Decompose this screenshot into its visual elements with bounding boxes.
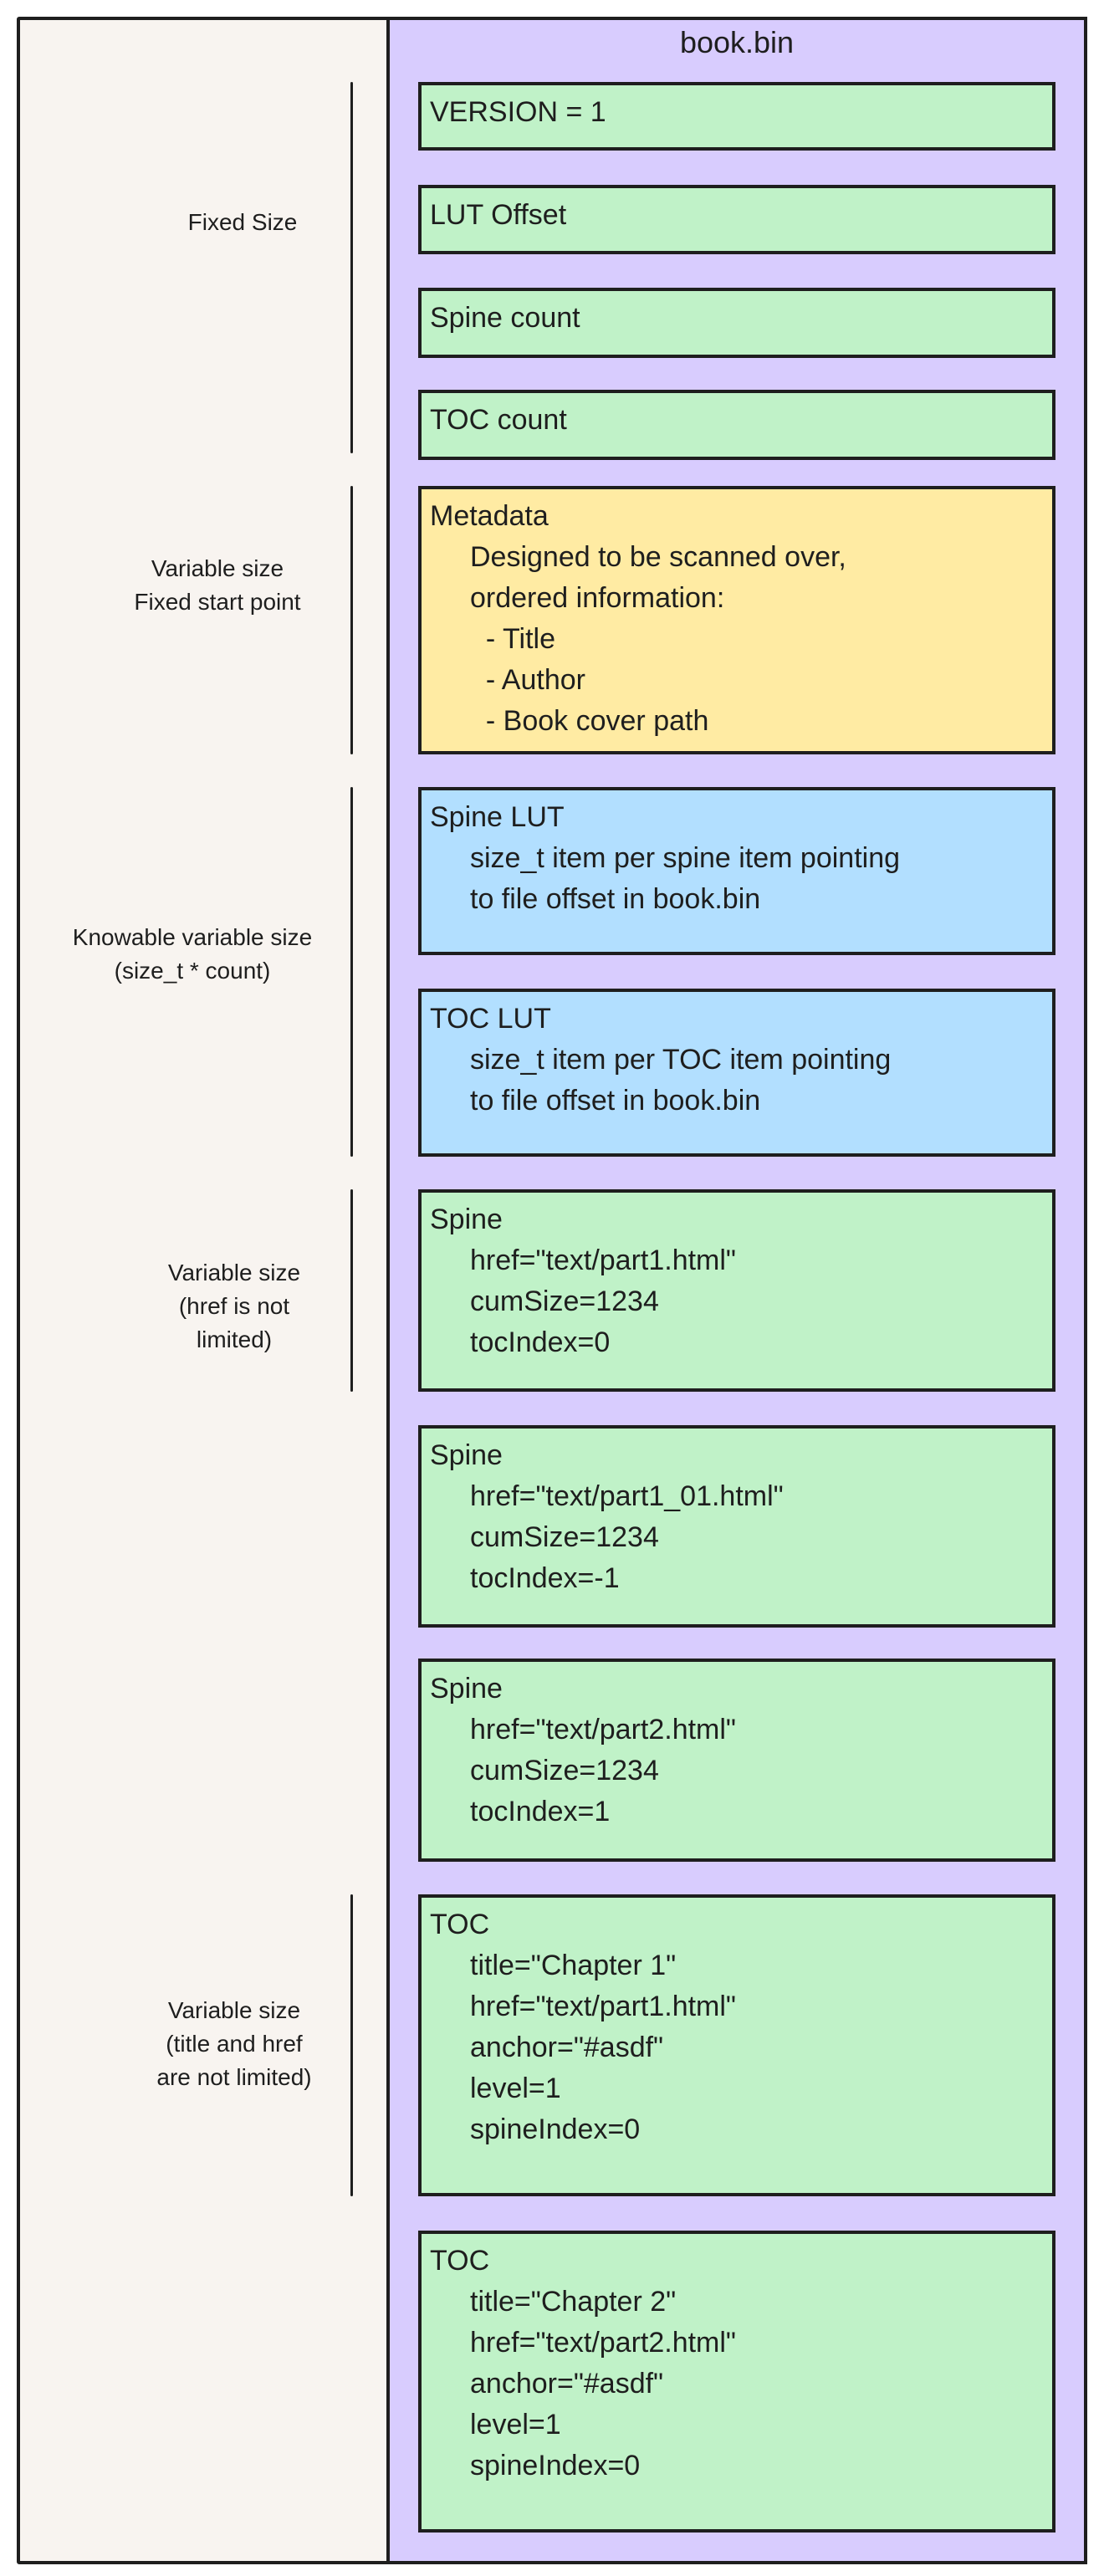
block-line: title="Chapter 2"	[470, 2286, 677, 2318]
block-spine: Spine href="text/part1_01.html" cumSize=12…	[418, 1425, 1055, 1628]
annotation-line: Fixed start point	[134, 589, 301, 615]
size-annotation: Knowable variable size (size_t * count)	[33, 921, 351, 988]
block-title: Spine count	[430, 302, 580, 334]
block-title: Metadata	[430, 500, 549, 532]
block-spine-count: Spine count	[418, 288, 1055, 358]
block-line: level=1	[470, 2409, 561, 2441]
size-annotation: Variable size (title and href are not limi…	[117, 1994, 351, 2094]
block-line: size_t item per TOC item pointing	[470, 1044, 892, 1076]
block-toc-count: TOC count	[418, 390, 1055, 460]
block-line: size_t item per spine item pointing	[470, 842, 901, 874]
block-line: ordered information:	[470, 582, 725, 614]
block-title: TOC	[430, 2245, 490, 2277]
block-line: spineIndex=0	[470, 2113, 641, 2145]
annotation-line: (size_t * count)	[114, 958, 271, 984]
block-line: Designed to be scanned over,	[470, 541, 846, 573]
block-toc: TOC title="Chapter 1" href="text/part1.htm…	[418, 1894, 1055, 2196]
block-line: to file offset in book.bin	[470, 1085, 761, 1117]
block-line: - Title	[470, 623, 556, 655]
annotation-line: Knowable variable size	[72, 924, 313, 950]
block-line: cumSize=1234	[470, 1521, 659, 1553]
size-annotation: Variable size (href is not limited)	[142, 1256, 326, 1357]
block-title: TOC count	[430, 404, 567, 436]
annotation-line: are not limited)	[156, 2064, 312, 2090]
block-title: Spine	[430, 1204, 503, 1235]
block-title: Spine	[430, 1439, 503, 1471]
block-line: title="Chapter 1"	[470, 1950, 677, 1981]
block-line: href="text/part2.html"	[470, 2327, 737, 2359]
annotation-line: Fixed Size	[187, 209, 298, 235]
block-title: VERSION = 1	[430, 96, 606, 128]
block-spine-lut: Spine LUT size_t item per spine item poin…	[418, 787, 1055, 955]
block-line: href="text/part1.html"	[470, 1991, 737, 2022]
annotation-line: Variable size	[151, 555, 284, 581]
bracket-line	[350, 1189, 353, 1392]
block-line: href="text/part1_01.html"	[470, 1480, 784, 1512]
block-line: spineIndex=0	[470, 2450, 641, 2481]
block-line: level=1	[470, 2073, 561, 2104]
bracket-line	[350, 486, 353, 754]
annotation-line: (title and href	[166, 2031, 303, 2057]
annotation-line: (href is not	[178, 1293, 290, 1319]
block-title: Spine	[430, 1673, 503, 1705]
block-version-1: VERSION = 1	[418, 82, 1055, 151]
block-line: - Author	[470, 664, 585, 696]
block-line: href="text/part1.html"	[470, 1245, 737, 1276]
file-title: book.bin	[679, 25, 795, 59]
block-spine: Spine href="text/part2.html" cumSize=1234 t…	[418, 1659, 1055, 1862]
block-line: cumSize=1234	[470, 1285, 659, 1317]
block-line: anchor="#asdf"	[470, 2368, 664, 2400]
annotation-line: limited)	[196, 1326, 273, 1352]
annotation-line: Variable size	[167, 1260, 301, 1285]
block-title: Spine LUT	[430, 801, 565, 833]
block-line: tocIndex=-1	[470, 1562, 620, 1594]
block-toc-lut: TOC LUT size_t item per TOC item pointing…	[418, 989, 1055, 1157]
block-line: anchor="#asdf"	[470, 2032, 664, 2063]
bracket-line	[350, 787, 353, 1157]
annotation-line: Variable size	[167, 1997, 301, 2023]
block-line: href="text/part2.html"	[470, 1714, 737, 1745]
block-title: TOC LUT	[430, 1003, 551, 1035]
block-line: to file offset in book.bin	[470, 883, 761, 915]
block-line: tocIndex=1	[470, 1796, 611, 1827]
block-toc: TOC title="Chapter 2" href="text/part2.htm…	[418, 2231, 1055, 2533]
block-line: cumSize=1234	[470, 1755, 659, 1786]
block-lut-offset: LUT Offset	[418, 185, 1055, 254]
size-annotation: Fixed Size	[159, 206, 326, 239]
block-line: tocIndex=0	[470, 1326, 611, 1358]
block-spine: Spine href="text/part1.html" cumSize=1234 t…	[418, 1189, 1055, 1392]
block-line: - Book cover path	[470, 705, 709, 737]
block-title: TOC	[430, 1909, 490, 1940]
block-title: LUT Offset	[430, 199, 567, 231]
bracket-line	[350, 1894, 353, 2196]
bracket-line	[350, 82, 353, 453]
